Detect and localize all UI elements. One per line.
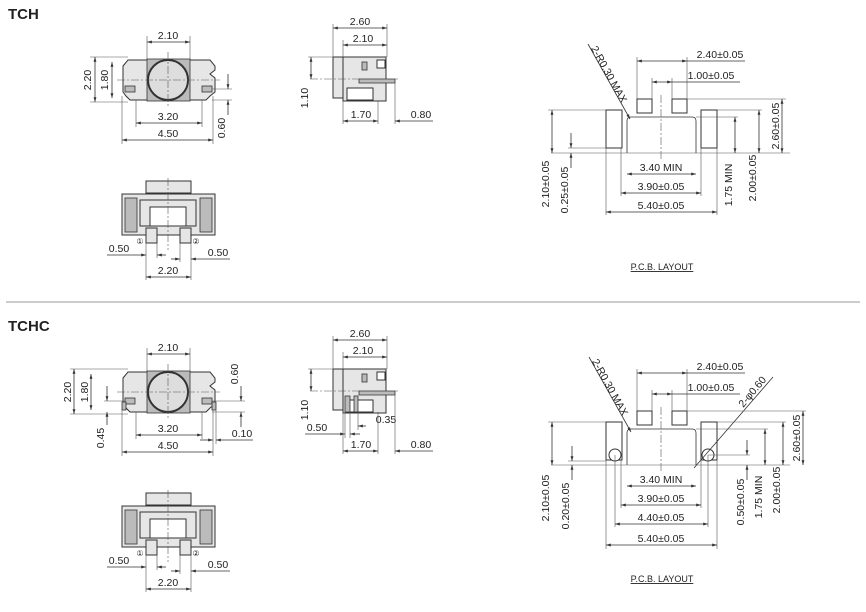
pcb-dim-small: 0.25±0.05 [559, 167, 571, 214]
dim-post-height: 0.45 [95, 428, 107, 449]
pcb-radius-note: 2-R0.30 MAX [589, 357, 630, 418]
dim-button-width: 2.10 [158, 30, 179, 42]
pcb-dim-240: 2.40±0.05 [697, 49, 744, 61]
dim-pin-offset: 0.60 [229, 364, 241, 385]
dim-base-width: 1.70 [351, 109, 372, 121]
dim-pin-left: 0.50 [109, 243, 130, 255]
tchc-pcb-layout: 2-R0.30 MAX 2-φ0.60 2.40±0.05 1.00±0.05 … [540, 356, 806, 584]
section-title-tch: TCH [8, 6, 39, 23]
pcb-hole-note: 2-φ0.60 [736, 374, 769, 410]
pin-2-marker: ② [192, 549, 199, 558]
dim-pin-pitch: 2.20 [158, 577, 179, 589]
dim-pin-pitch: 2.20 [158, 265, 179, 277]
dim-total-width: 4.50 [158, 128, 179, 140]
pcb-dim-050: 0.50±0.05 [735, 479, 747, 526]
pcb-radius-note: 2-R0.30 MAX [588, 44, 629, 105]
tch-front-view: ① ② 0.50 0.50 2.20 [107, 177, 230, 280]
pcb-dim-440: 4.40±0.05 [638, 512, 685, 524]
pcb-dim-small: 0.20±0.05 [560, 483, 572, 530]
dim-pin-right: 0.50 [208, 559, 229, 571]
dim-total-height: 2.20 [82, 70, 94, 91]
pcb-dim-210: 2.10±0.05 [540, 475, 552, 522]
pcb-dim-100: 1.00±0.05 [688, 382, 735, 394]
dim-total-height: 2.20 [62, 382, 74, 403]
dim-side-body: 2.10 [353, 345, 374, 357]
dim-base-width: 1.70 [351, 439, 372, 451]
pin-1-marker: ① [136, 549, 143, 558]
tch-side-view: 2.60 2.10 1.10 1.70 0.80 [299, 16, 433, 124]
dim-pin-right: 0.50 [208, 247, 229, 259]
pcb-dim-240: 2.40±0.05 [697, 361, 744, 373]
dim-side-total: 2.60 [350, 16, 371, 28]
pcb-dim-200: 2.00±0.05 [747, 155, 759, 202]
pcb-dim-390: 3.90±0.05 [638, 181, 685, 193]
pcb-dim-175-min: 1.75 MIN [723, 164, 735, 207]
pcb-dim-260: 2.60±0.05 [770, 103, 782, 150]
pcb-dim-200: 2.00±0.05 [771, 467, 783, 514]
dim-lead-width: 0.80 [411, 439, 432, 451]
tchc-front-view: ① ② 0.50 0.50 2.20 [107, 489, 230, 592]
tchc-top-view: 2.10 2.20 1.80 0.45 3.20 4.50 0.10 0.60 [62, 342, 253, 456]
dim-pin-left: 0.50 [109, 555, 130, 567]
dim-pin-span: 3.20 [158, 423, 179, 435]
dim-inner-height: 1.80 [99, 70, 111, 91]
dim-button-width: 2.10 [158, 342, 179, 354]
pcb-layout-label: P.C.B. LAYOUT [631, 262, 694, 272]
pcb-dim-260: 2.60±0.05 [791, 415, 803, 462]
pcb-dim-210: 2.10±0.05 [540, 161, 552, 208]
pcb-dim-340-min: 3.40 MIN [640, 474, 683, 486]
dim-pin-span: 3.20 [158, 111, 179, 123]
dim-button-height: 1.10 [299, 88, 311, 109]
pcb-dim-340-min: 3.40 MIN [640, 162, 683, 174]
pcb-dim-540: 5.40±0.05 [638, 200, 685, 212]
dim-inner-height: 1.80 [79, 382, 91, 403]
pcb-dim-100: 1.00±0.05 [688, 70, 735, 82]
pcb-layout-label: P.C.B. LAYOUT [631, 574, 694, 584]
tch-pcb-layout: 2-R0.30 MAX 2.40±0.05 1.00±0.05 2.60±0.0… [540, 43, 791, 272]
pcb-dim-540: 5.40±0.05 [638, 533, 685, 545]
pin-2-marker: ② [192, 237, 199, 246]
dim-button-height: 1.10 [299, 400, 311, 421]
dim-pin-offset: 0.60 [216, 118, 228, 139]
dim-post-width-2: 0.35 [376, 414, 397, 426]
dim-total-width: 4.50 [158, 440, 179, 452]
tchc-side-view: 2.60 2.10 1.10 0.50 0.35 1.70 0.80 [299, 328, 433, 454]
dim-side-total: 2.60 [350, 328, 371, 340]
dim-side-body: 2.10 [353, 33, 374, 45]
dim-lead-width: 0.80 [411, 109, 432, 121]
dim-post-width: 0.10 [232, 428, 253, 440]
pcb-dim-390: 3.90±0.05 [638, 493, 685, 505]
tch-top-view: 2.10 2.20 1.80 3.20 4.50 0.60 [82, 30, 232, 144]
pin-1-marker: ① [136, 237, 143, 246]
pcb-dim-175-min: 1.75 MIN [753, 476, 765, 519]
dim-post-width: 0.50 [307, 422, 328, 434]
section-title-tchc: TCHC [8, 318, 50, 335]
